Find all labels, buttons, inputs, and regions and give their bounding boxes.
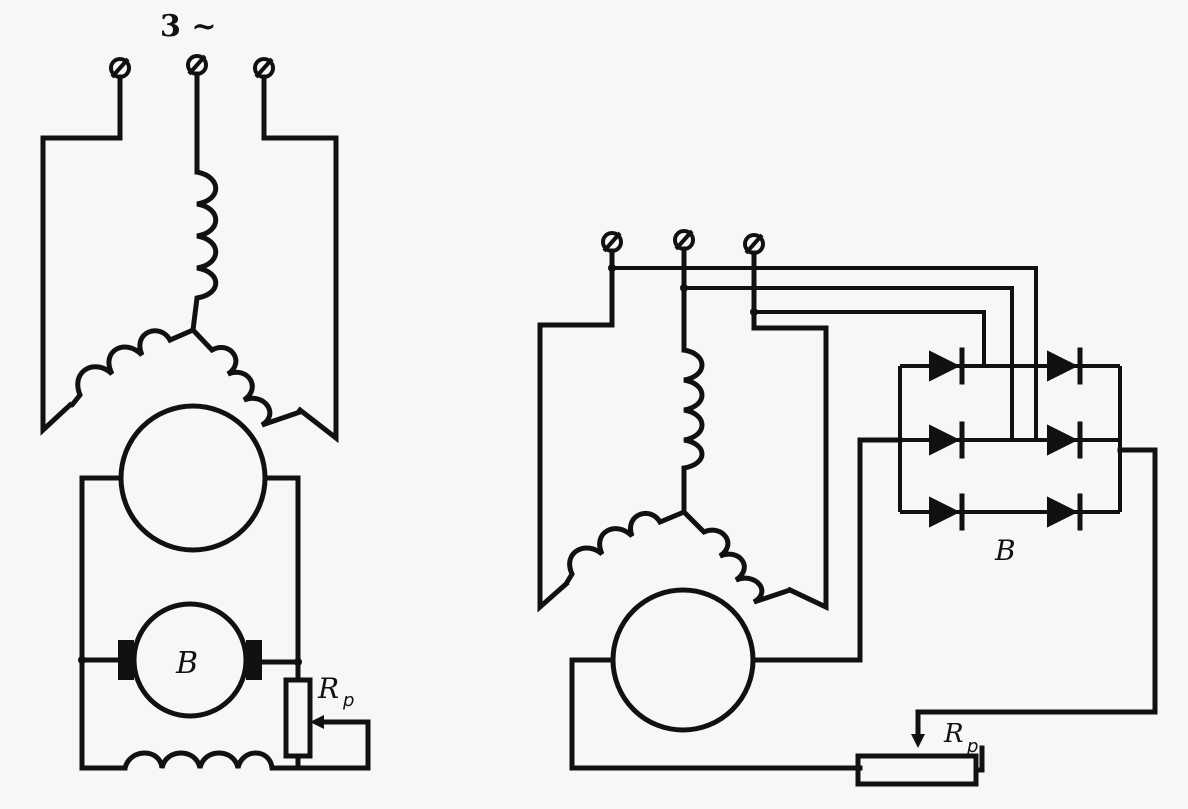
rotor-lead-2-right [750,437,903,663]
terminal-c [743,233,765,255]
terminal-a [601,231,623,253]
stator-left-lead-2 [537,248,615,613]
phase-b-bus [684,286,1014,440]
rheostat-label: R [317,672,339,705]
field-rheostat-2 [855,753,979,787]
exciter-brush-left [118,640,134,680]
field-rheostat [283,677,313,759]
left-scheme: 3 ~ B [40,9,371,771]
rheostat-slider-arrow [310,715,324,729]
stator-winding-right-2 [681,509,793,605]
synchronous-rotor-2 [610,587,756,733]
stator-winding-left-2 [563,509,687,587]
rectifier-bridge [898,347,1122,531]
diode-4 [1047,421,1083,459]
rheostat-label-2: R [943,719,964,749]
rotor-lead-left [79,475,128,771]
terminal-b [673,229,695,251]
stator-left-lead [40,74,123,436]
rotor-lead-right [262,475,301,665]
diode-1 [929,347,965,385]
stator-winding-right [190,327,303,428]
phase-c-bus [754,310,986,366]
supply-terminal-2 [186,54,208,76]
right-scheme: B R p [537,229,1158,787]
stator-right-lead-2 [751,250,829,611]
supply-label: 3 ~ [160,9,216,44]
supply-terminal-3 [253,57,275,79]
stator-winding-vertical [190,169,219,333]
exciter-label: B [175,646,198,681]
supply-terminal-1 [109,57,131,79]
synchronous-rotor [118,403,268,553]
diode-5 [929,493,965,531]
rheostat-subscript-2: p [966,736,978,757]
exciter-brush-right [246,640,262,680]
diode-2 [1047,347,1083,385]
stator-winding-vertical-2 [681,347,705,515]
stator-right-lead [261,74,339,444]
diode-3 [929,421,965,459]
rotor-lead-2-left [569,657,863,771]
rectifier-label: B [994,534,1016,567]
rheostat-subscript: p [342,690,354,711]
stator-winding-left [69,327,196,408]
rectifier-output-lead [915,447,1158,741]
diode-6 [1047,493,1083,531]
field-winding [122,750,301,771]
